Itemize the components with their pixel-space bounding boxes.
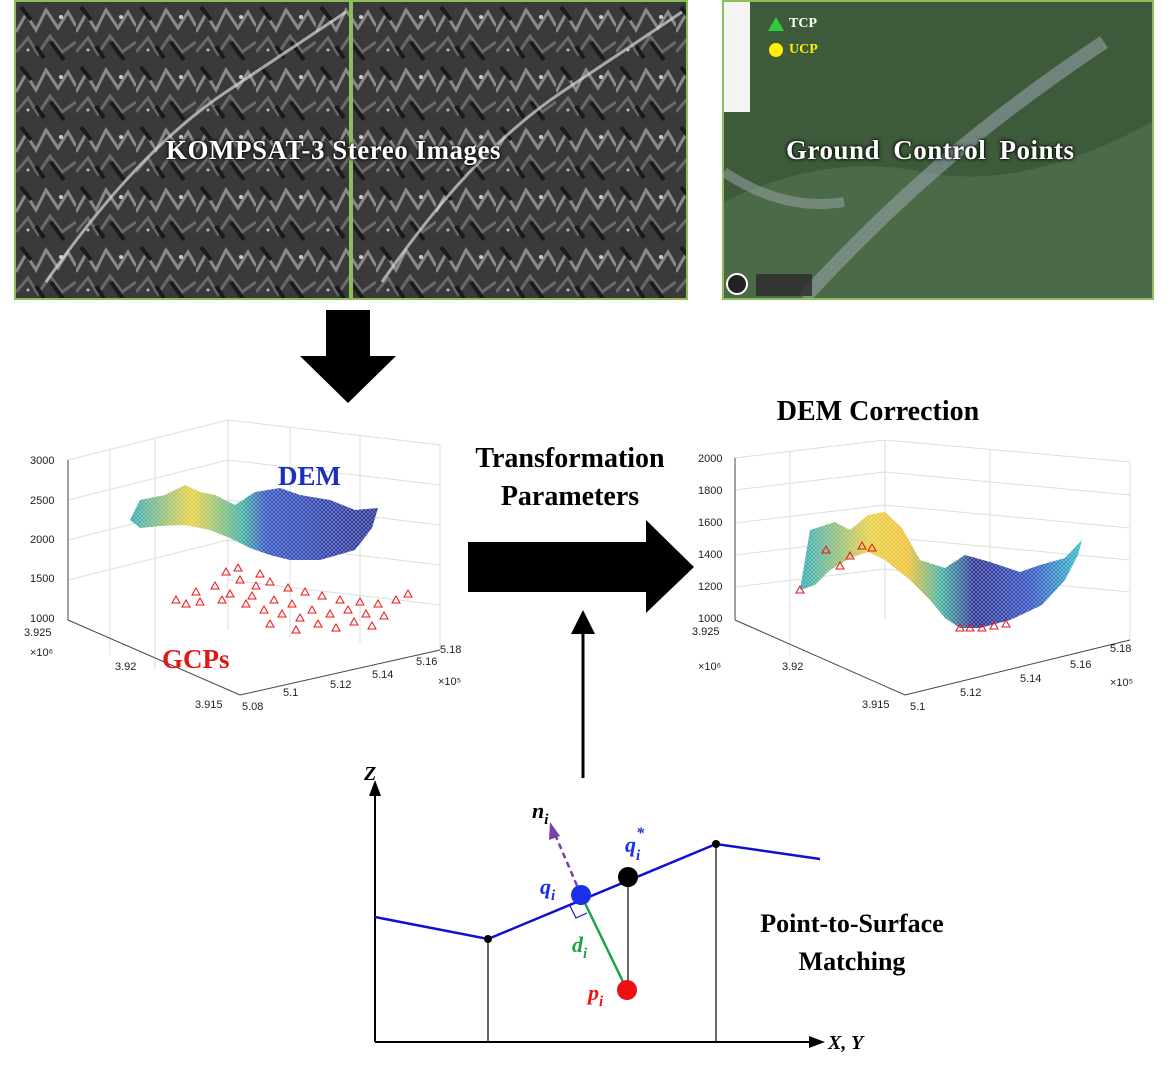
p-point (617, 980, 637, 1000)
left-x-tick: 5.08 (242, 701, 263, 713)
right-x-tick: 5.16 (1070, 659, 1091, 671)
left-x-exp: ×10⁵ (438, 676, 461, 688)
left-dem-plot: 3000 2500 2000 1500 1000 3.925 ×10⁶ 3.92… (24, 419, 461, 713)
left-y-exp: ×10⁶ (30, 647, 53, 659)
d-label: di (572, 932, 588, 962)
dem-label: DEM (278, 461, 341, 491)
left-z-tick: 2000 (30, 534, 54, 546)
corrected-gcp-markers (795, 540, 1011, 632)
q-label: qi (540, 874, 556, 904)
stereo-image-panel: KOMPSAT-3 Stereo Images (14, 0, 688, 300)
surface-line (374, 842, 821, 941)
right-z-tick: 2000 (698, 453, 722, 465)
stereo-images-title: KOMPSAT-3 Stereo Images (166, 135, 501, 165)
matching-title: Point-to-Surface Matching (732, 905, 972, 981)
right-arrow-icon (468, 520, 694, 613)
gcp-map (724, 2, 1152, 298)
gcp-legend: TCP UCP (768, 16, 818, 58)
left-x-tick: 5.16 (416, 656, 437, 668)
gcp-markers (171, 562, 413, 634)
left-x-tick: 5.14 (372, 669, 393, 681)
gcp-map-title: Ground Control Points (786, 135, 1075, 165)
right-x-tick: 5.14 (1020, 673, 1041, 685)
transformation-line2: Parameters (500, 481, 640, 512)
p-label: pi (586, 980, 604, 1010)
legend-tcp: TCP (768, 16, 818, 32)
n-label: ni (532, 798, 549, 828)
legend-tcp-label: TCP (789, 16, 817, 31)
right-dem-plot: 2000 1800 1600 1400 1200 1000 3.925 ×10⁶… (692, 440, 1133, 713)
right-z-tick: 1600 (698, 517, 722, 529)
left-x-tick: 5.18 (440, 644, 461, 656)
xy-axis-label: X, Y (827, 1032, 865, 1054)
stereo-images (16, 2, 686, 298)
legend-ucp-label: UCP (789, 42, 818, 57)
dem-correction-title: DEM Correction (776, 396, 980, 427)
right-z-tick: 1000 (698, 613, 722, 625)
matching-title-line2: Matching (798, 947, 906, 976)
right-z-tick: 1400 (698, 549, 722, 561)
left-z-tick: 2500 (30, 495, 54, 507)
circle-icon (769, 43, 783, 57)
left-x-tick: 5.12 (330, 679, 351, 691)
qstar-label: qi* (625, 825, 645, 864)
transformation-line1: Transformation (475, 443, 665, 474)
left-z-tick: 3000 (30, 455, 54, 467)
right-y-tick: 3.92 (782, 661, 803, 673)
right-z-tick: 1200 (698, 581, 722, 593)
right-y-tick: 3.915 (862, 699, 890, 711)
right-x-tick: 5.1 (910, 701, 925, 713)
right-x-exp: ×10⁵ (1110, 677, 1133, 689)
qstar-point (618, 867, 638, 887)
left-y-tick: 3.92 (115, 661, 136, 673)
down-arrow-icon (300, 310, 396, 403)
point-to-surface-diagram: Z X, Y ni qi qi* di pi (363, 763, 865, 1054)
up-arrow-icon (571, 610, 595, 778)
right-x-tick: 5.12 (960, 687, 981, 699)
legend-ucp: UCP (768, 42, 818, 58)
transformation-label: Transformation Parameters (455, 440, 685, 516)
gcp-map-panel: TCP UCP Ground Control Points (722, 0, 1154, 300)
q-point (571, 885, 591, 905)
left-y-tick: 3.915 (195, 699, 223, 711)
right-z-tick: 1800 (698, 485, 722, 497)
triangle-icon (768, 17, 784, 31)
matching-title-line1: Point-to-Surface (760, 909, 944, 938)
gcps-label: GCPs (162, 644, 230, 674)
left-z-tick: 1000 (30, 613, 54, 625)
left-y-tick: 3.925 (24, 627, 52, 639)
left-z-tick: 1500 (30, 573, 54, 585)
z-axis-label: Z (363, 763, 376, 785)
right-x-tick: 5.18 (1110, 643, 1131, 655)
left-x-tick: 5.1 (283, 687, 298, 699)
right-y-tick: 3.925 (692, 626, 720, 638)
right-y-exp: ×10⁶ (698, 661, 721, 673)
